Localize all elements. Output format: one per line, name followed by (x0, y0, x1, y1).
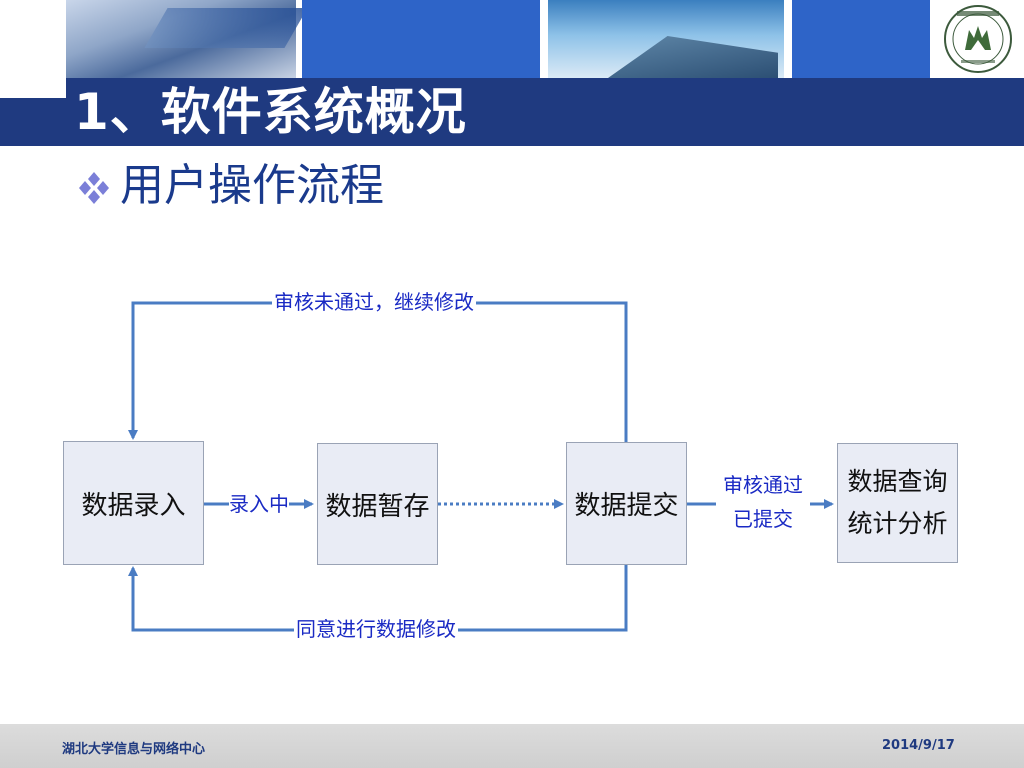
university-logo (938, 0, 1024, 78)
node-data-entry: 数据录入 (63, 441, 204, 565)
label-entering: 录入中 (229, 489, 289, 519)
title-bar (0, 78, 1024, 146)
node-data-query-label-line2: 统计分析 (847, 509, 948, 538)
footer-bar (0, 724, 1024, 768)
footer-date: 2014/9/17 (882, 738, 955, 753)
university-seal-icon (944, 5, 1012, 73)
four-diamond-bullet-icon (79, 172, 109, 204)
blue-panel (302, 0, 540, 78)
label-approved-line2: 已提交 (733, 507, 793, 531)
keyboard-photo (66, 0, 296, 78)
review-failed-loop-line (128, 301, 628, 442)
section-subtitle: 用户操作流程 (120, 160, 384, 211)
node-data-query-label-line1: 数据查询 (847, 467, 948, 496)
node-data-submit-label: 数据提交 (574, 491, 679, 521)
skyscraper-photo (548, 0, 784, 78)
footer-organization: 湖北大学信息与网络中心 (62, 742, 206, 757)
node-data-submit: 数据提交 (566, 442, 687, 565)
node-data-entry-label: 数据录入 (81, 490, 186, 521)
label-agree-modify: 同意进行数据修改 (294, 614, 458, 644)
blue-panel (792, 0, 930, 78)
label-approved: 审核通过 已提交 (716, 468, 810, 536)
title-bar-notch (0, 78, 66, 98)
node-data-temp-save-label: 数据暂存 (325, 491, 430, 522)
header-banner (0, 0, 1024, 78)
label-review-failed: 审核未通过，继续修改 (272, 287, 476, 317)
label-approved-line1: 审核通过 (723, 473, 803, 497)
node-data-query: 数据查询 统计分析 (837, 443, 958, 563)
page-title: 1、软件系统概况 (74, 83, 467, 141)
node-data-temp-save: 数据暂存 (317, 443, 438, 565)
